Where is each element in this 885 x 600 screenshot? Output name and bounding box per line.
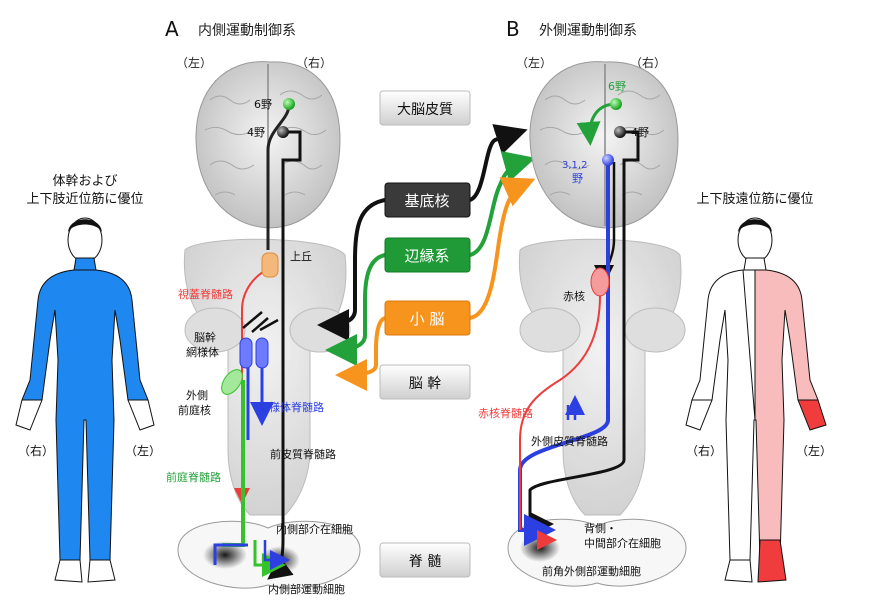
- panel-a-area6-label: 6野: [254, 98, 272, 111]
- anterior-corticospinal-label: 前皮質脊髄路: [270, 447, 336, 461]
- panel-b-brainstem: [518, 238, 686, 516]
- superior-colliculus-label: 上丘: [290, 250, 312, 263]
- right-body-caption: 上下肢遠位筋に優位: [696, 191, 813, 207]
- medial-interneuron-label: 内側部介在細胞: [276, 522, 353, 536]
- right-body-side-left: （左）: [796, 443, 832, 458]
- panel-b-brain: [529, 61, 679, 229]
- reticular-label-1: 脳幹: [194, 330, 216, 344]
- panel-b-area6-label: 6野: [608, 80, 626, 93]
- cerebellum-box: 小 脳: [384, 300, 471, 336]
- panel-b-letter: B: [506, 17, 520, 41]
- panel-b-area312-marker: [602, 154, 614, 166]
- left-body-figure: [15, 217, 155, 583]
- vestibular-label-1: 外側: [186, 389, 208, 402]
- limbic-to-brainstem-arrow: [325, 253, 386, 366]
- limbic-label: 辺縁系: [404, 247, 449, 265]
- basal-to-cortex-arrow: [468, 124, 528, 202]
- limbic-box: 辺縁系: [384, 237, 471, 273]
- center-spinal-box: 脊 髄: [379, 542, 471, 578]
- basal-to-brainstem-arrow: [317, 198, 386, 341]
- panel-a-side-right: （右）: [296, 55, 332, 70]
- right-body-figure: [685, 217, 827, 583]
- panel-a-area4-marker: [277, 126, 289, 138]
- panel-a-area4-label: 4野: [247, 126, 265, 139]
- dorsal-interneuron-label-2: 中間部介在細胞: [584, 536, 661, 550]
- panel-b-area312-label-1: 3,1,2: [562, 160, 587, 171]
- cerebellum-to-brainstem-arrow: [335, 316, 386, 391]
- lateral-corticospinal-tract: [528, 130, 640, 536]
- center-brainstem-box: 脳 幹: [379, 364, 471, 400]
- panel-a-area6-marker: [283, 98, 295, 110]
- panel-b-title: 外側運動制御系: [539, 23, 637, 39]
- vestibular-nucleus: [221, 369, 243, 395]
- panel-b-ascending-arrows: [568, 400, 575, 420]
- reticulospinal-label: 網様体脊髄路: [258, 400, 324, 414]
- superior-colliculus-nucleus: [261, 252, 279, 278]
- panel-b-side-left: （左）: [516, 55, 552, 70]
- dorsal-interneuron-label-1: 背側・: [584, 521, 617, 535]
- right-body-side-right: （右）: [686, 443, 722, 458]
- panel-b-side-right: （右）: [630, 55, 666, 70]
- rubrospinal-tract: [519, 294, 601, 530]
- red-nucleus-label: 赤核: [563, 289, 585, 303]
- left-body-caption-1: 体幹および: [52, 173, 117, 189]
- reticular-nucleus-right: [255, 337, 269, 369]
- left-body-side-left: （左）: [125, 443, 161, 458]
- panel-a-cortex-to-reticular: [242, 311, 279, 333]
- spinal-cord-label: 脊 髄: [409, 554, 441, 570]
- panel-b-area4-label: 4野: [631, 126, 649, 139]
- basal-ganglia-box: 基底核: [384, 182, 471, 218]
- center-cortex-box: 大脳皮質: [379, 90, 471, 126]
- reticulospinal-to-cord: [213, 543, 248, 565]
- brainstem-label: 脳 幹: [409, 375, 441, 392]
- reticular-nucleus-left: [239, 337, 253, 369]
- left-body-side-right: （右）: [18, 443, 54, 458]
- cerebellum-label: 小 脳: [410, 310, 445, 328]
- medial-motor-label: 内側部運動細胞: [268, 582, 345, 596]
- basal-ganglia-label: 基底核: [404, 192, 449, 210]
- left-body-caption-2: 上下肢近位筋に優位: [26, 191, 143, 207]
- reticulospinal-to-cord-2: [263, 540, 290, 570]
- reticular-label-2: 網様体: [186, 345, 219, 359]
- panel-a-letter: A: [165, 17, 179, 41]
- rubrospinal-label: 赤核脊髄路: [478, 406, 533, 420]
- red-nucleus: [590, 267, 610, 297]
- tectospinal-label: 視蓋脊髄路: [178, 287, 233, 301]
- panel-b-area4-marker: [614, 126, 626, 138]
- vestibular-label-2: 前庭核: [178, 403, 211, 417]
- cortex-label: 大脳皮質: [397, 102, 453, 118]
- vestibulospinal-label: 前庭脊髄路: [166, 470, 221, 484]
- panel-a-side-left: （左）: [176, 55, 212, 70]
- panel-b-area312-label-2: 野: [572, 172, 583, 185]
- cerebellum-to-cortex-arrow: [469, 177, 536, 320]
- lateral-motor-label: 前角外側部運動細胞: [542, 564, 641, 578]
- lateral-corticospinal-label: 外側皮質脊髄路: [531, 434, 608, 448]
- panel-a-title: 内側運動制御系: [198, 23, 296, 39]
- panel-b-area6-marker: [610, 98, 622, 110]
